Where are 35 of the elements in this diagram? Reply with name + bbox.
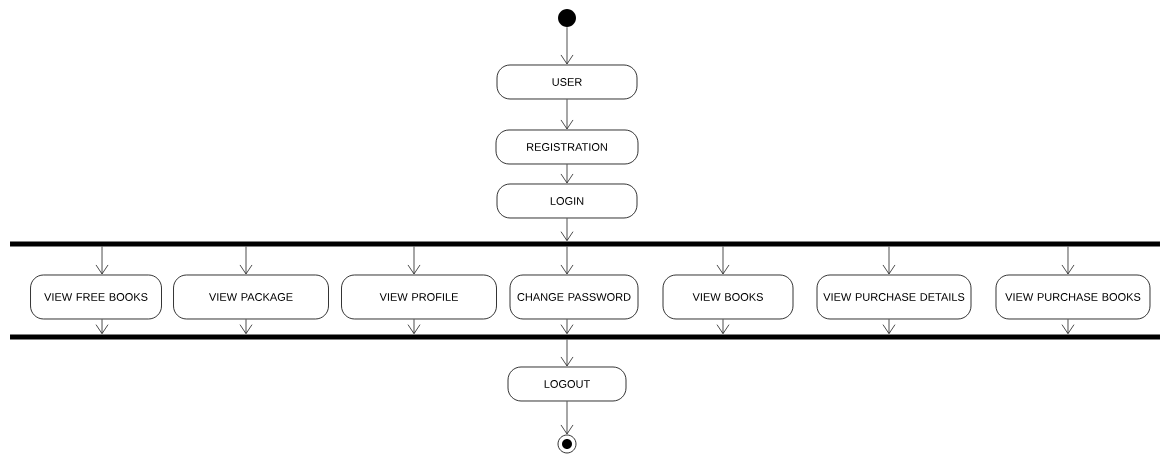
arrow xyxy=(560,246,574,275)
arrow xyxy=(95,319,109,334)
sync-bar xyxy=(10,241,1160,247)
activity-box: LOGIN xyxy=(496,183,638,219)
arrow xyxy=(407,246,421,275)
arrow xyxy=(560,164,574,184)
activity-box: LOGOUT xyxy=(507,366,627,402)
arrow xyxy=(239,246,253,275)
arrow xyxy=(560,218,574,241)
sync-bar xyxy=(10,334,1160,340)
arrow xyxy=(882,246,896,275)
arrow xyxy=(1061,246,1075,275)
activity-box: USER xyxy=(496,64,638,100)
arrow xyxy=(882,319,896,334)
activity-box: CHANGE PASSWORD xyxy=(509,274,639,320)
activity-box: VIEW BOOKS xyxy=(662,274,794,320)
activity-box: VIEW PACKAGE xyxy=(173,274,329,320)
arrow xyxy=(560,319,574,334)
arrow xyxy=(560,339,574,367)
activity-box: VIEW FREE BOOKS xyxy=(30,274,162,320)
arrow xyxy=(239,319,253,334)
arrow xyxy=(1061,319,1075,334)
activity-box: VIEW PURCHASE DETAILS xyxy=(816,274,972,320)
activity-box: VIEW PURCHASE BOOKS xyxy=(995,274,1151,320)
activity-box: VIEW PROFILE xyxy=(341,274,497,320)
arrow xyxy=(560,26,574,65)
arrow xyxy=(560,99,574,130)
end-circle xyxy=(557,434,577,454)
arrow xyxy=(716,246,730,275)
arrow xyxy=(716,319,730,334)
start-circle xyxy=(558,9,576,27)
arrow xyxy=(407,319,421,334)
arrow xyxy=(95,246,109,275)
activity-box: REGISTRATION xyxy=(495,129,639,165)
arrow xyxy=(560,401,574,435)
